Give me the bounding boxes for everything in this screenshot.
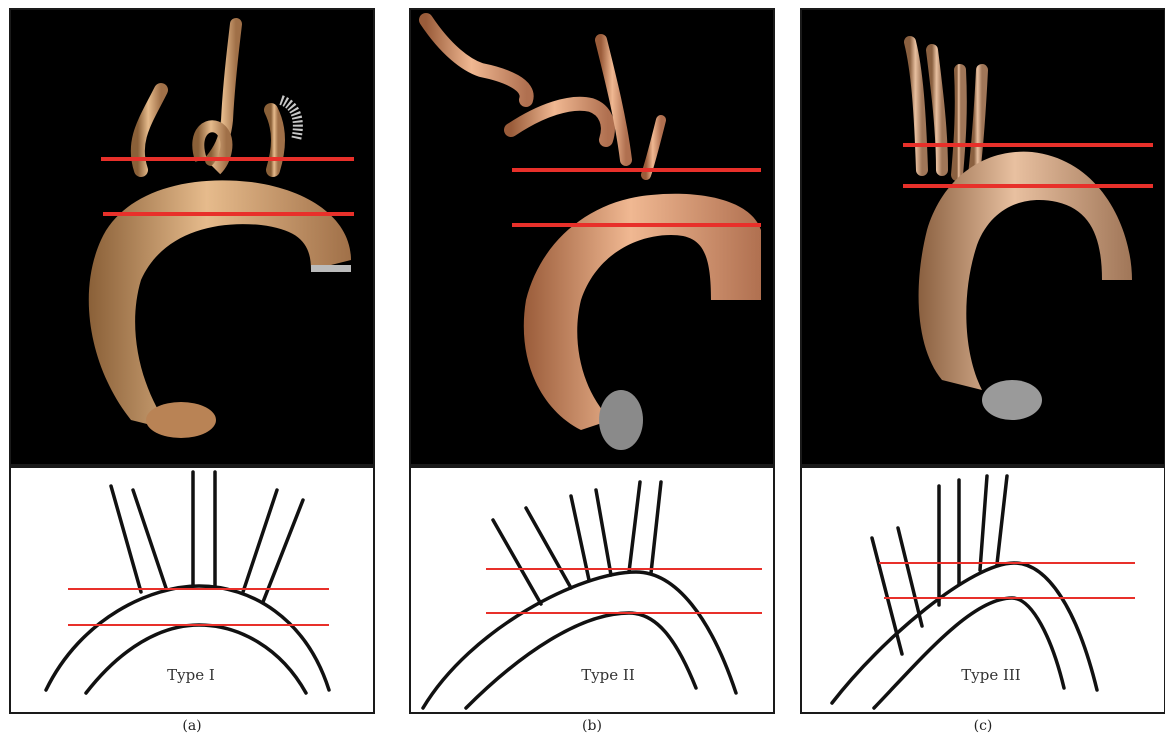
branch-line [493,520,541,604]
panel-caption: (c) [800,718,1165,734]
branch-vessel [910,42,922,170]
branch-line [571,496,589,580]
arch-diagram-type-3: Type III [800,466,1165,714]
ct-rendering-type-1 [9,8,375,466]
branch-vessel [426,20,527,100]
branch-vessel [646,120,661,175]
ct-rendering-type-3 [800,8,1165,466]
type-label: Type II [581,666,635,684]
branch-vessel [511,104,608,140]
branch-line [997,476,1007,564]
ct-rendering-type-2 [409,8,775,466]
branch-vessel [974,70,982,175]
type-label: Type III [961,666,1021,684]
branch-vessel [932,50,942,170]
aortic-arch [89,180,351,430]
aortic-root [599,390,643,450]
type-label: Type I [167,666,215,684]
arch-outer-curve [423,572,736,708]
aortic-root [982,380,1042,420]
branch-line [651,482,661,573]
aortic-root [146,402,216,438]
cut-surface [311,265,351,272]
arch-diagram-type-2: Type II [409,466,775,714]
branch-line [596,490,611,575]
branch-vessel [957,70,961,175]
branch-line [898,528,922,626]
branch-line [526,508,571,588]
branch-line [872,538,902,654]
panel-caption: (b) [409,718,775,734]
aortic-arch [524,194,761,430]
branch-line [133,490,166,588]
branch-line [980,476,987,570]
branch-line [629,482,640,572]
arch-diagram-type-1: Type I [9,466,375,714]
panel-caption: (a) [9,718,375,734]
